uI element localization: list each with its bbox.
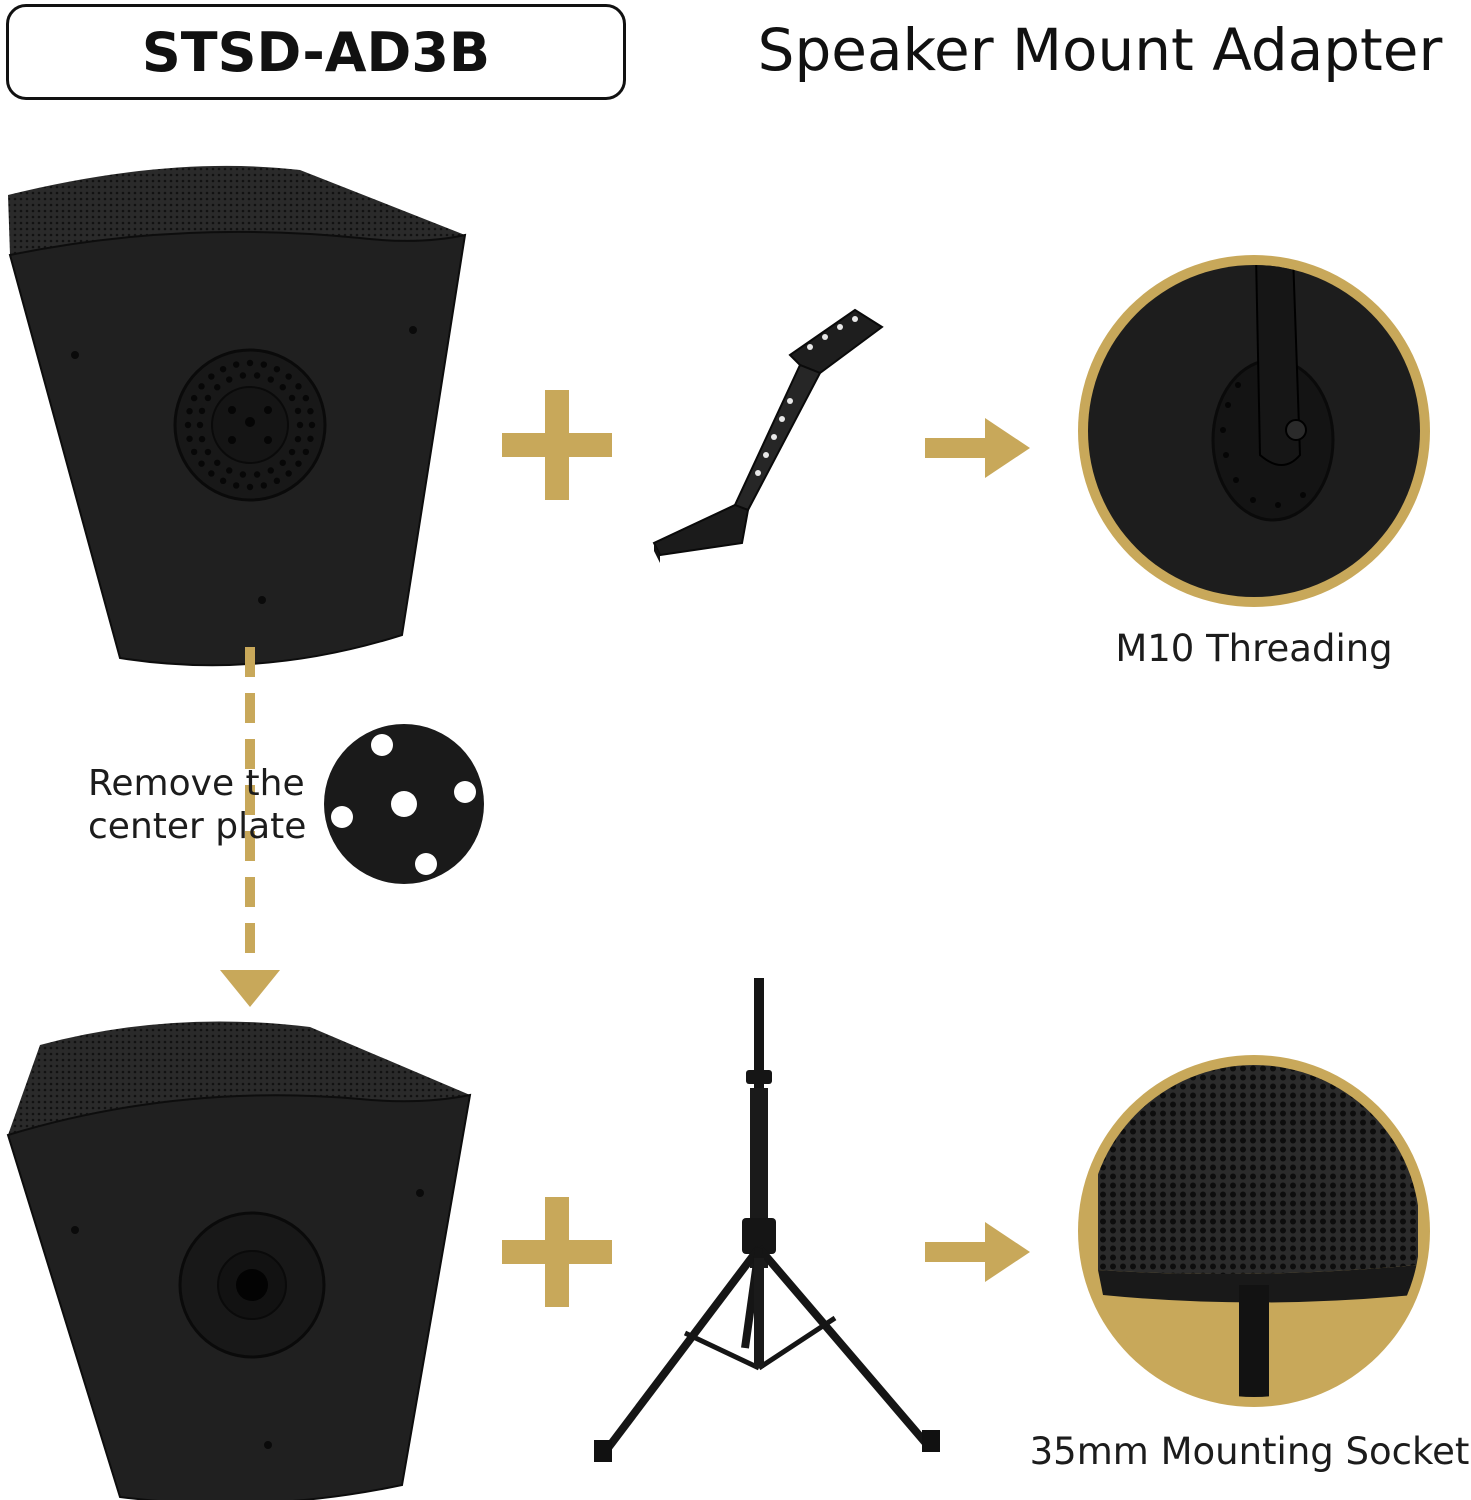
remove-plate-note-line1: Remove the	[88, 763, 305, 804]
plus-icon	[502, 1197, 612, 1307]
plus-icon	[502, 390, 612, 500]
arrow-right-icon	[925, 1222, 1030, 1282]
center-plate-image	[324, 724, 484, 884]
speaker-without-plate-image	[6, 1021, 472, 1500]
mounting-socket-detail-image	[1078, 1055, 1430, 1407]
model-label-box: STSD-AD3B	[6, 4, 626, 100]
model-label: STSD-AD3B	[141, 20, 491, 84]
dashed-down-arrow	[220, 647, 280, 1007]
page-title: Speaker Mount Adapter	[757, 16, 1443, 84]
m10-threading-caption: M10 Threading	[1115, 627, 1393, 670]
m10-threading-detail-image	[1078, 255, 1430, 607]
arrow-right-icon	[925, 418, 1030, 478]
mounting-socket-caption: 35mm Mounting Socket	[1029, 1430, 1470, 1473]
tripod-stand-image	[594, 978, 940, 1462]
mount-bracket-image	[652, 308, 884, 563]
speaker-with-plate-image	[8, 165, 467, 667]
remove-plate-note: Remove the center plate	[88, 762, 306, 848]
remove-plate-note-line2: center plate	[88, 806, 307, 847]
